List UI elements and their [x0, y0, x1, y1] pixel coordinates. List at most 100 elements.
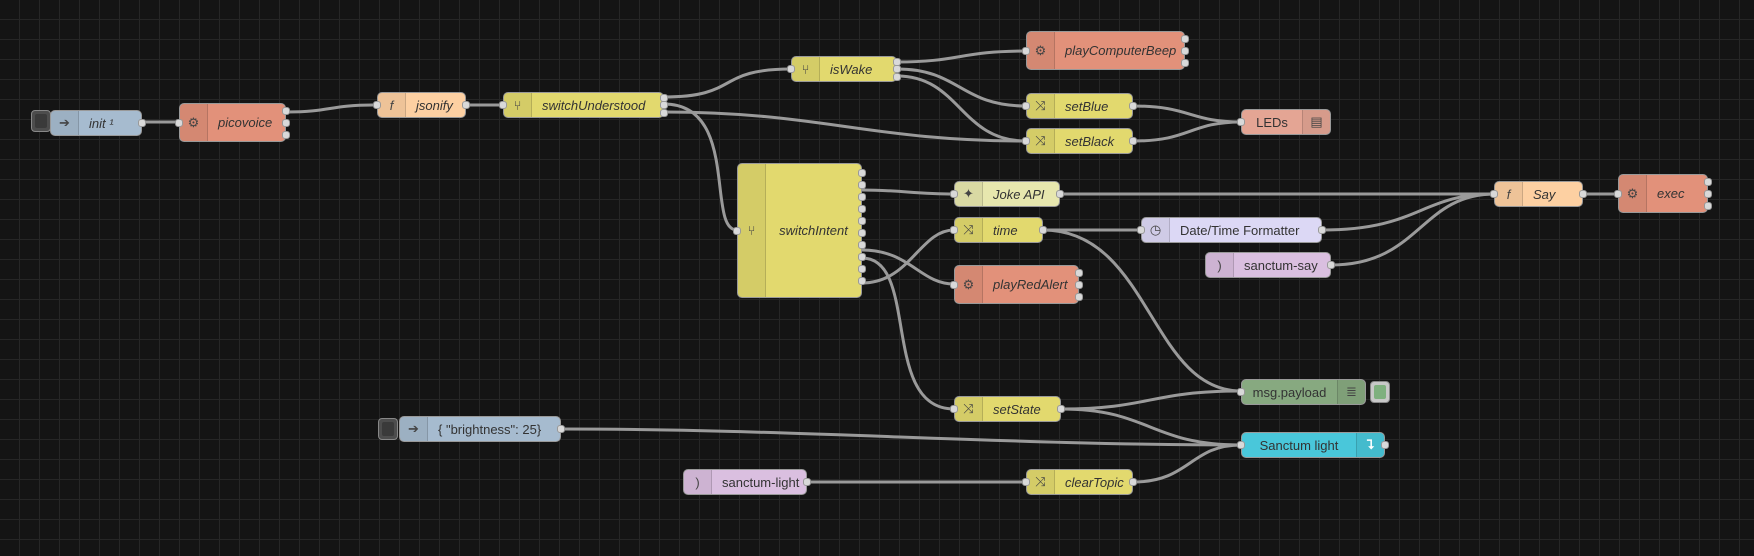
output-port[interactable]: [1704, 178, 1712, 186]
change-node-time[interactable]: ⤨ time: [950, 217, 1047, 243]
input-port[interactable]: [1237, 388, 1245, 396]
output-port[interactable]: [282, 119, 290, 127]
wire[interactable]: [1330, 192, 1496, 267]
output-port[interactable]: [893, 73, 901, 81]
change-node-setBlue[interactable]: ⤨ setBlue: [1022, 93, 1137, 119]
light-node-sanctumLight[interactable]: Sanctum light ⮧: [1237, 432, 1389, 458]
output-port[interactable]: [1327, 261, 1335, 269]
output-port[interactable]: [1075, 269, 1083, 277]
output-port[interactable]: [557, 425, 565, 433]
output-port[interactable]: [1129, 102, 1137, 110]
output-port[interactable]: [858, 169, 866, 177]
output-port[interactable]: [1704, 190, 1712, 198]
output-port[interactable]: [893, 65, 901, 73]
output-port[interactable]: [462, 101, 470, 109]
output-port[interactable]: [858, 193, 866, 201]
input-port[interactable]: [499, 101, 507, 109]
output-port[interactable]: [1318, 226, 1326, 234]
output-port[interactable]: [282, 131, 290, 139]
input-port[interactable]: [950, 281, 958, 289]
input-port[interactable]: [1137, 226, 1145, 234]
input-port[interactable]: [1237, 441, 1245, 449]
output-port[interactable]: [282, 107, 290, 115]
input-port[interactable]: [373, 101, 381, 109]
exec-node-playRedAlert[interactable]: ⚙ playRedAlert: [950, 265, 1083, 304]
output-port[interactable]: [1057, 405, 1065, 413]
input-port[interactable]: [1022, 478, 1030, 486]
output-port[interactable]: [858, 181, 866, 189]
output-port[interactable]: [1075, 281, 1083, 289]
link-in-node-sanctumSay[interactable]: ) sanctum-say: [1205, 252, 1335, 278]
output-port[interactable]: [1181, 59, 1189, 67]
wire[interactable]: [1042, 228, 1242, 393]
inject-trigger-button[interactable]: [378, 418, 398, 440]
output-port[interactable]: [138, 119, 146, 127]
wire[interactable]: [861, 188, 955, 196]
input-port[interactable]: [175, 119, 183, 127]
wire[interactable]: [896, 67, 1027, 108]
output-port[interactable]: [1181, 35, 1189, 43]
input-port[interactable]: [1022, 102, 1030, 110]
output-port[interactable]: [660, 101, 668, 109]
output-port[interactable]: [858, 265, 866, 273]
switch-node-switchIntent[interactable]: ⑂ switchIntent: [733, 163, 866, 298]
wire[interactable]: [560, 427, 1242, 447]
input-port[interactable]: [950, 405, 958, 413]
change-node-setState[interactable]: ⤨ setState: [950, 396, 1065, 422]
switch-node-isWake[interactable]: ⑂ isWake: [787, 56, 901, 82]
wire[interactable]: [1060, 389, 1242, 411]
wire[interactable]: [1060, 407, 1242, 447]
wire[interactable]: [861, 256, 955, 411]
input-port[interactable]: [733, 227, 741, 235]
output-port[interactable]: [1181, 47, 1189, 55]
output-port[interactable]: [1704, 202, 1712, 210]
http-node-jokeApi[interactable]: ✦ Joke API: [950, 181, 1064, 207]
input-port[interactable]: [787, 65, 795, 73]
input-port[interactable]: [1490, 190, 1498, 198]
wire[interactable]: [896, 49, 1027, 64]
input-port[interactable]: [950, 190, 958, 198]
output-port[interactable]: [1579, 190, 1587, 198]
function-node-say[interactable]: f Say: [1490, 181, 1587, 207]
debug-toggle-button[interactable]: [1370, 381, 1390, 403]
input-port[interactable]: [1022, 47, 1030, 55]
change-node-clearTopic[interactable]: ⤨ clearTopic: [1022, 469, 1137, 495]
input-port[interactable]: [1237, 118, 1245, 126]
output-port[interactable]: [858, 253, 866, 261]
led-node-leds[interactable]: LEDs ▤: [1237, 109, 1331, 135]
wire[interactable]: [663, 102, 738, 232]
input-port[interactable]: [950, 226, 958, 234]
inject-trigger-button[interactable]: [31, 110, 51, 132]
output-port[interactable]: [858, 229, 866, 237]
wire[interactable]: [1133, 120, 1242, 143]
output-port[interactable]: [1129, 478, 1137, 486]
output-port[interactable]: [660, 109, 668, 117]
output-port[interactable]: [1056, 190, 1064, 198]
change-node-setBlack[interactable]: ⤨ setBlack: [1022, 128, 1137, 154]
output-port[interactable]: [858, 217, 866, 225]
inject-node-init[interactable]: ➔ init ¹: [50, 110, 146, 136]
wire[interactable]: [1132, 443, 1242, 484]
output-port[interactable]: [1381, 441, 1389, 449]
datetime-node-formatter[interactable]: ◷ Date/Time Formatter: [1137, 217, 1326, 243]
output-port[interactable]: [1075, 293, 1083, 301]
output-port[interactable]: [858, 277, 866, 285]
function-node-jsonify[interactable]: f jsonify: [373, 92, 470, 118]
output-port[interactable]: [858, 241, 866, 249]
input-port[interactable]: [1022, 137, 1030, 145]
output-port[interactable]: [1129, 137, 1137, 145]
wire[interactable]: [1321, 192, 1496, 232]
exec-node-playComputerBeep[interactable]: ⚙ playComputerBeep: [1022, 31, 1189, 70]
output-port[interactable]: [858, 205, 866, 213]
wire[interactable]: [861, 228, 955, 285]
switch-node-switchUnderstood[interactable]: ⑂ switchUnderstood: [499, 92, 668, 118]
input-port[interactable]: [1614, 190, 1622, 198]
wire[interactable]: [861, 248, 955, 286]
inject-node-brightness[interactable]: ➔ { "brightness": 25}: [399, 416, 565, 442]
wire[interactable]: [663, 67, 792, 99]
wire[interactable]: [896, 74, 1027, 143]
debug-node-msgPayload[interactable]: msg.payload ≣: [1237, 379, 1366, 405]
exec-node-exec[interactable]: ⚙ exec: [1614, 174, 1712, 213]
wire[interactable]: [663, 110, 1027, 143]
wire[interactable]: [1133, 104, 1242, 124]
